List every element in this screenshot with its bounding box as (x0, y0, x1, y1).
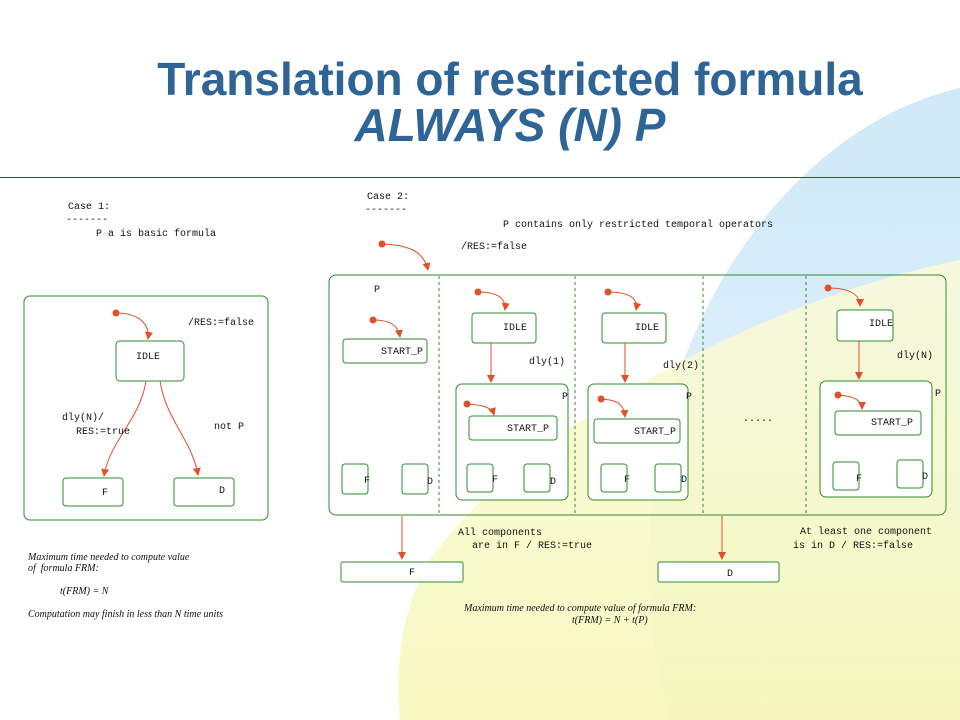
case2-underline: ------- (365, 205, 408, 216)
case2-frame (328, 274, 947, 516)
comp1-d-state (523, 463, 551, 493)
comp0-d-label: D (427, 477, 433, 488)
comp2-start-label: START_P (634, 427, 676, 438)
comp1-idle-state (471, 312, 537, 344)
case1-idle-state (115, 340, 185, 382)
final-f-label: F (409, 568, 415, 579)
case1-reset-label: /RES:=false (188, 317, 254, 329)
comp0-d-state (401, 463, 429, 495)
compn-start-state (834, 410, 922, 436)
comp2-d-state (654, 463, 682, 493)
case1-f-state (62, 477, 124, 507)
at-least-one-line1: At least one component (800, 527, 933, 538)
comp0-p-label: P (374, 285, 380, 296)
case1-description: P a is basic formula (96, 229, 217, 240)
comp2-dly-label: dly(2) (663, 360, 699, 372)
final-d-state (657, 561, 780, 583)
comp2-start-arrow (600, 398, 629, 418)
comp1-dly-label: dly(1) (529, 356, 565, 368)
comp1-idle-arrow (477, 291, 510, 311)
at-least-one-line2: is in D / RES:=false (793, 541, 914, 552)
case2-init-arrow (381, 243, 431, 271)
compn-d-label: D (922, 472, 928, 483)
case2-reset-label: /RES:=false (461, 242, 528, 253)
slide-title: Translation of restricted formula (157, 53, 863, 105)
compn-p-label: P (935, 389, 941, 400)
slide-subtitle: ALWAYS (N) P (354, 99, 666, 151)
compn-start-arrow (837, 394, 866, 410)
case2-note-line1: Maximum time needed to compute value of … (464, 603, 697, 614)
compn-idle-label: IDLE (869, 319, 893, 330)
comp2-f-label: F (624, 475, 630, 486)
case1-note-line4: Computation may finish in less than N ti… (28, 609, 224, 620)
comp0-start-state (342, 338, 428, 364)
comp1-start-arrow (466, 403, 496, 416)
case1-note-line1: Maximum time needed to compute value (28, 552, 190, 563)
compn-idle-state (836, 309, 894, 342)
comp1-idle-label: IDLE (503, 323, 527, 334)
comp0-f-state (341, 463, 369, 495)
all-components-line2: are in F / RES:=true (472, 541, 593, 552)
comp0-start-label: START_P (381, 347, 423, 358)
final-d-label: D (727, 569, 733, 580)
compn-idle-arrow (827, 287, 864, 307)
case1-heading: Case 1: (68, 202, 111, 213)
comp0-f-label: F (364, 476, 370, 487)
compn-f-label: F (856, 474, 862, 485)
comp2-idle-arrow (607, 291, 642, 311)
ellipsis: ..... (743, 414, 773, 425)
case2-description: P contains only restricted temporal oper… (503, 220, 774, 231)
comp2-idle-state (601, 312, 667, 344)
comp2-d-label: D (681, 475, 687, 486)
case1-frame (23, 295, 269, 521)
case1-note-line2: of formula FRM: (28, 563, 99, 574)
comp2-start-state (593, 418, 681, 444)
comp1-start-label: START_P (507, 424, 549, 435)
comp1-d-label: D (550, 477, 556, 488)
case1-idle-label: IDLE (136, 352, 160, 363)
comp1-start-state (468, 415, 558, 441)
comp1-p-label: P (562, 392, 568, 403)
comp1-f-state (466, 463, 494, 493)
case1-res-true-label: RES:=true (76, 427, 130, 438)
case1-arrow-to-f (101, 380, 147, 477)
all-components-line1: All components (458, 528, 543, 539)
comp0-start-arrow (372, 319, 403, 338)
compn-dly-label: dly(N) (897, 350, 933, 362)
case1-f-label: F (102, 488, 108, 499)
compn-f-state (832, 461, 860, 491)
comp2-f-state (600, 463, 628, 493)
compn-d-state (896, 459, 924, 489)
comp1-f-label: F (492, 475, 498, 486)
case1-underline: ------- (66, 215, 109, 226)
comp2-p-label: P (686, 392, 692, 403)
case2-note-formula: t(FRM) = N + t(P) (572, 615, 648, 626)
final-f-state (340, 561, 464, 583)
case1-arrow-to-d (159, 380, 201, 476)
case2-heading: Case 2: (367, 192, 410, 203)
comp2-idle-label: IDLE (635, 323, 659, 334)
case1-note-formula: t(FRM) = N (60, 586, 109, 597)
case1-notp-label: not P (214, 422, 244, 433)
case1-d-state (173, 477, 235, 507)
compn-start-label: START_P (871, 418, 913, 429)
title-divider (0, 177, 960, 178)
case1-init-arrow (115, 312, 153, 340)
case1-dly-label: dly(N)/ (62, 412, 104, 424)
case1-d-label: D (219, 486, 225, 497)
